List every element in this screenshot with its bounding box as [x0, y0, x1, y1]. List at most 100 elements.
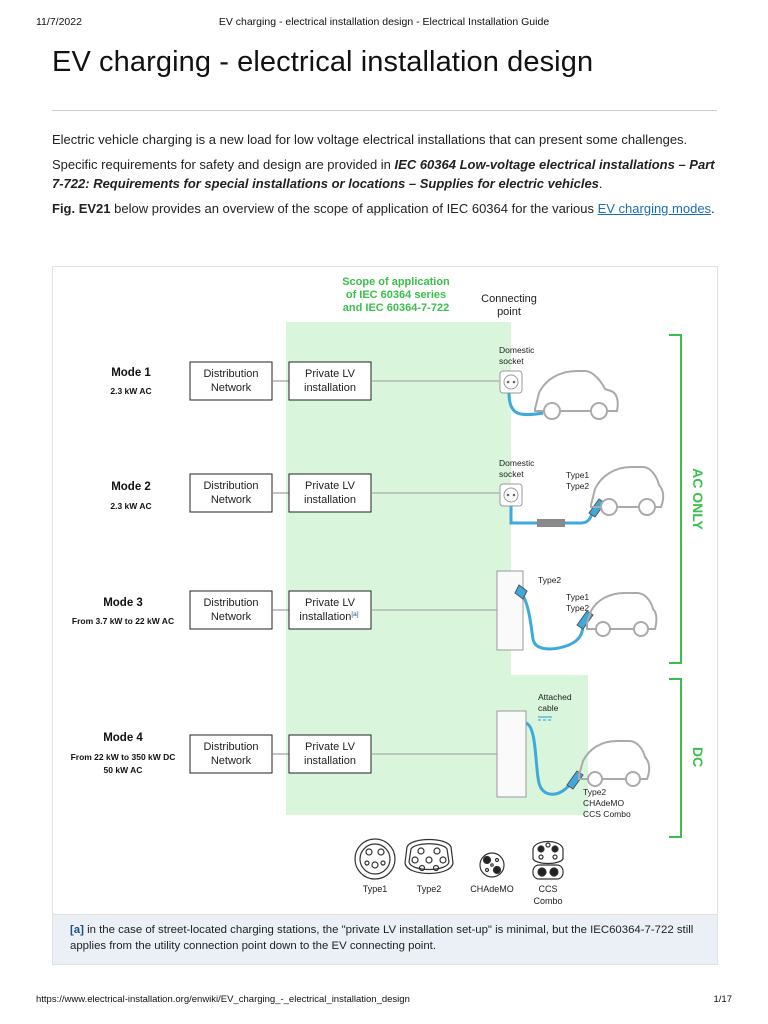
mode4-cable — [525, 721, 573, 796]
figure-intro-paragraph: Fig. EV21 below provides an overview of … — [52, 199, 720, 218]
mode4-power-line1: From 22 kW to 350 kW DC — [71, 752, 176, 762]
chademo-connector-label: CHAdeMO — [470, 884, 514, 894]
mode2-lv-line2: installation — [304, 494, 356, 506]
mode2-domestic-line2: socket — [499, 469, 524, 479]
type1-connector-label: Type1 — [363, 884, 388, 894]
figure-ev21: Scope of application of IEC 60364 series… — [52, 266, 718, 965]
mode2-distribution-line2: Network — [211, 494, 252, 506]
mode1-power: 2.3 kW AC — [110, 386, 151, 396]
mode4-ccs-combo-label: CCS Combo — [583, 809, 631, 819]
mode1-name: Mode 1 — [111, 367, 151, 379]
mode4-lv-line2: installation — [304, 755, 356, 767]
page-title: EV charging - electrical installation de… — [52, 46, 594, 78]
chademo-connector-icon — [479, 852, 505, 878]
scope-title-line1: Scope of application — [342, 276, 450, 288]
mode4-car-icon — [578, 740, 651, 787]
requirements-lead: Specific requirements for safety and des… — [52, 157, 395, 172]
mode2-lv-box — [288, 473, 372, 513]
dc-label: DC — [690, 747, 706, 767]
mode4-distribution-line1: Distribution — [203, 741, 258, 753]
connecting-point-line1: Connecting — [481, 293, 537, 305]
mode3-lv-box — [288, 590, 372, 630]
scope-area — [286, 322, 588, 815]
mode2-distribution-line1: Distribution — [203, 480, 258, 492]
intro-paragraph: Electric vehicle charging is a new load … — [52, 132, 688, 147]
mode4-type2-label: Type2 — [583, 787, 606, 797]
mode1-distribution-box — [189, 361, 273, 401]
scope-diagram: Scope of application of IEC 60364 series… — [71, 276, 706, 906]
mode1-cable — [507, 392, 544, 417]
footnote-text: in the case of street-located charging s… — [70, 924, 694, 952]
mode2-car-icon — [590, 466, 665, 516]
print-header: 11/7/2022 EV charging - electrical insta… — [36, 16, 732, 30]
ac-only-label: AC ONLY — [690, 468, 706, 530]
mode1-distribution-line2: Network — [211, 382, 252, 394]
print-footer: https://www.electrical-installation.org/… — [36, 994, 732, 1008]
article-body: Electric vehicle charging is a new load … — [52, 130, 720, 224]
type2-connector-icon — [404, 838, 454, 874]
ev-charging-modes-link[interactable]: EV charging modes — [597, 201, 712, 216]
dc-bracket — [669, 678, 682, 838]
print-url: https://www.electrical-installation.org/… — [36, 994, 410, 1005]
mode3-name: Mode 3 — [103, 597, 143, 609]
type2-connector-label: Type2 — [417, 884, 442, 894]
footnote-ref: [a] — [70, 924, 84, 936]
mode3-lv-line2-text: installation — [299, 611, 351, 623]
mode1-distribution-line1: Distribution — [203, 368, 258, 380]
mode1-car-icon — [534, 370, 619, 420]
mode1-domestic-socket-icon — [499, 370, 523, 394]
ccs-connector-label: CCS — [538, 884, 557, 894]
mode3-distribution-line1: Distribution — [203, 597, 258, 609]
mode2-domestic-line1: Domestic — [499, 458, 535, 468]
title-divider — [52, 110, 717, 111]
mode2-domestic-socket-icon — [499, 483, 523, 507]
mode3-station-plug-icon — [514, 584, 528, 600]
figure-intro-text: below provides an overview of the scope … — [110, 201, 598, 216]
mode4-distribution-box — [189, 734, 273, 774]
figure-footnote: [a] in the case of street-located chargi… — [53, 914, 717, 964]
mode4-attached-line2: cable — [538, 703, 559, 713]
mode3-station-type2-label: Type2 — [538, 575, 561, 585]
combo-connector-label: Combo — [533, 896, 562, 906]
mode4-attached-line1: Attached — [538, 692, 572, 702]
mode1-domestic-line1: Domestic — [499, 345, 535, 355]
mode1-lv-box — [288, 361, 372, 401]
mode4-dc-charger — [496, 710, 527, 798]
figure-intro-tail: . — [711, 201, 715, 216]
print-date: 11/7/2022 — [36, 16, 82, 28]
mode3-type1-label: Type1 — [566, 592, 589, 602]
mode1-domestic-line2: socket — [499, 356, 524, 366]
mode4-power-line2: 50 kW AC — [104, 765, 143, 775]
standard-reference: IEC 60364 Low-voltage electrical install… — [52, 157, 715, 191]
mode4-dc-symbol-icon — [538, 716, 552, 721]
ccs-combo-connector-icon — [532, 840, 564, 880]
mode3-lv-footnote-ref: [a] — [351, 611, 358, 618]
mode3-distribution-line2: Network — [211, 611, 252, 623]
mode3-cable — [517, 589, 585, 651]
figure-reference: Fig. EV21 — [52, 201, 111, 216]
mode3-lv-line2: installation[a] — [299, 611, 358, 623]
connecting-point-line2: point — [497, 306, 521, 318]
requirements-paragraph: Specific requirements for safety and des… — [52, 155, 720, 193]
mode1-lv-line1: Private LV — [305, 368, 356, 380]
mode4-lv-line1: Private LV — [305, 741, 356, 753]
type1-connector-icon — [354, 838, 396, 880]
mode2-power: 2.3 kW AC — [110, 501, 151, 511]
mode2-type1-label: Type1 — [566, 470, 589, 480]
mode2-cable-a — [509, 506, 537, 525]
mode3-car-icon — [586, 592, 658, 637]
print-document-title: EV charging - electrical installation de… — [218, 16, 550, 28]
ac-only-bracket — [669, 334, 682, 664]
mode3-lv-line1: Private LV — [305, 597, 356, 609]
mode2-type2-label: Type2 — [566, 481, 589, 491]
mode4-distribution-line2: Network — [211, 755, 252, 767]
mode2-control-box — [537, 519, 565, 527]
mode1-lv-line2: installation — [304, 382, 356, 394]
requirements-tail: . — [598, 176, 603, 191]
mode2-lv-line1: Private LV — [305, 480, 356, 492]
mode4-name: Mode 4 — [103, 732, 143, 744]
mode3-type2-label: Type2 — [566, 603, 589, 613]
page-number: 1/17 — [713, 994, 733, 1005]
mode4-chademo-label: CHAdeMO — [583, 798, 624, 808]
scope-title-line2: of IEC 60364 series — [346, 289, 446, 301]
